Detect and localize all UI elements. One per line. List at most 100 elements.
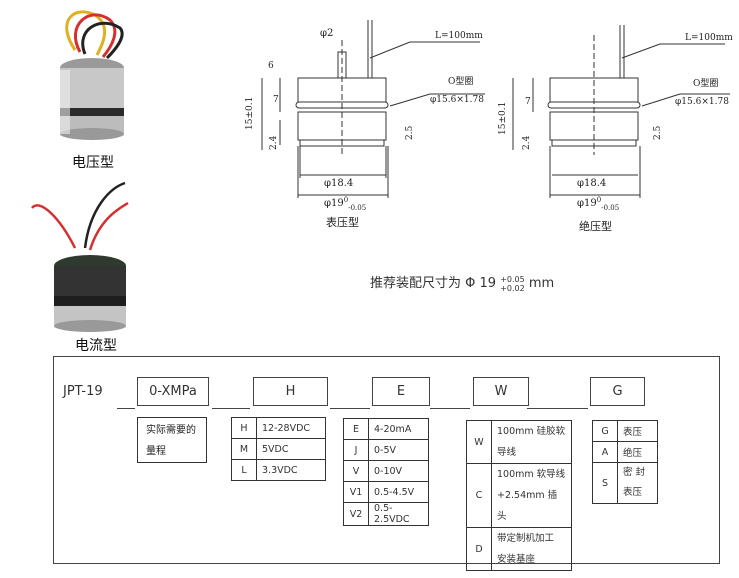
option-code: V2 [343, 502, 369, 526]
code-output: E [372, 377, 430, 406]
table-row: C 100mm 软导线 +2.54mm 插头 [466, 463, 572, 528]
ordering-code-panel [53, 356, 720, 564]
model-prefix: JPT-19 [63, 384, 103, 399]
table-row: D 带定制机加工安装基座 [466, 527, 572, 571]
code-connection: W [473, 377, 529, 406]
divider [430, 408, 470, 409]
dia-18-4-label: φ18.4 [324, 178, 353, 189]
cable-length-label: L=100mm [435, 31, 483, 41]
drawing-title: 表压型 [326, 215, 359, 229]
height-label: 15±0.1 [498, 102, 508, 135]
dia-18-4-label: φ18.4 [577, 178, 606, 189]
code-range: 0-XMPa [137, 377, 209, 406]
oring-size-label: φ15.6×1.78 [675, 97, 729, 107]
option-code: V [343, 460, 369, 482]
option-value: 0.5-4.5V [368, 481, 429, 503]
option-code: W [466, 420, 492, 464]
option-value: 5VDC [256, 438, 326, 460]
tol-upper: 0 [344, 196, 348, 204]
dia-19-label: φ19 [577, 198, 597, 209]
table-row: S 密 封表压 [592, 462, 658, 504]
option-value: 100mm 硅胶软 [497, 426, 566, 437]
code-pressure-type: G [590, 377, 645, 406]
pin-diameter-label: φ2 [320, 28, 333, 39]
option-value: 绝压 [617, 441, 658, 463]
option-code: H [231, 417, 257, 439]
option-code: E [343, 418, 369, 440]
option-value: 密 封 [623, 467, 646, 478]
option-value: 安装基座 [497, 554, 536, 565]
dim-7-label: 7 [525, 97, 531, 107]
note-unit: mm [528, 276, 555, 291]
range-description: 实际需要的 量程 [137, 417, 207, 463]
option-code: C [466, 463, 492, 528]
option-value: 0.5-2.5VDC [368, 502, 429, 526]
svg-text:φ190-0.05: φ190-0.05 [324, 196, 366, 212]
option-code: A [592, 441, 618, 463]
pin-height-label: 6 [268, 61, 274, 71]
current-sensor-photo [31, 181, 129, 332]
option-value: 0-5V [368, 439, 429, 461]
option-value: 100mm 软导线 [497, 469, 566, 480]
option-code: L [231, 459, 257, 481]
mounting-note: 推荐装配尺寸为 Φ 19 +0.05 +0.02 mm [370, 272, 554, 293]
range-desc-line: 量程 [146, 446, 166, 457]
option-value: 3.3VDC [256, 459, 326, 481]
option-value: 4-20mA [368, 418, 429, 440]
dim-2-5-label: 2.5 [653, 125, 663, 140]
option-code: M [231, 438, 257, 460]
dia-19-label: φ19 [324, 198, 344, 209]
note-text: 推荐装配尺寸为 Φ 19 [370, 276, 497, 291]
gauge-pressure-drawing: φ2 6 L=100mm O型圈 φ15.6×1.78 15±0.1 7 2.4… [245, 20, 485, 229]
absolute-pressure-drawing: L=100mm O型圈 φ15.6×1.78 15±0.1 7 2.4 2.5 … [498, 25, 733, 233]
divider [330, 408, 370, 409]
svg-text:φ190-0.05: φ190-0.05 [577, 196, 619, 212]
note-lower: +0.02 [500, 283, 525, 293]
option-value: 带定制机加工 [497, 533, 555, 544]
code-supply: H [253, 377, 328, 406]
drawing-title: 绝压型 [579, 219, 612, 233]
option-code: J [343, 439, 369, 461]
divider [527, 408, 588, 409]
option-value: 0-10V [368, 460, 429, 482]
tol-lower: -0.05 [348, 204, 366, 212]
tol-upper: 0 [597, 196, 601, 204]
oring-label: O型圈 [693, 78, 718, 89]
dim-7-label: 7 [273, 95, 279, 105]
option-value: +2.54mm 插头 [497, 490, 558, 522]
dim-2-4-label: 2.4 [269, 135, 279, 150]
oring-label: O型圈 [448, 76, 473, 87]
oring-size-label: φ15.6×1.78 [430, 95, 484, 105]
product-label: 电流型 [75, 338, 117, 354]
option-value: 表压 [623, 487, 643, 498]
option-value: 表压 [617, 420, 658, 442]
option-code: S [592, 462, 618, 504]
option-code: D [466, 527, 492, 571]
height-label: 15±0.1 [245, 97, 255, 130]
tol-lower: -0.05 [601, 204, 619, 212]
voltage-sensor-photo [60, 10, 124, 140]
option-code: V1 [343, 481, 369, 503]
divider [212, 408, 250, 409]
divider [117, 408, 135, 409]
note-upper: +0.05 [500, 274, 525, 284]
dim-2-5-label: 2.5 [405, 125, 415, 140]
range-desc-line: 实际需要的 [146, 425, 196, 436]
cable-length-label: L=100mm [685, 33, 733, 43]
